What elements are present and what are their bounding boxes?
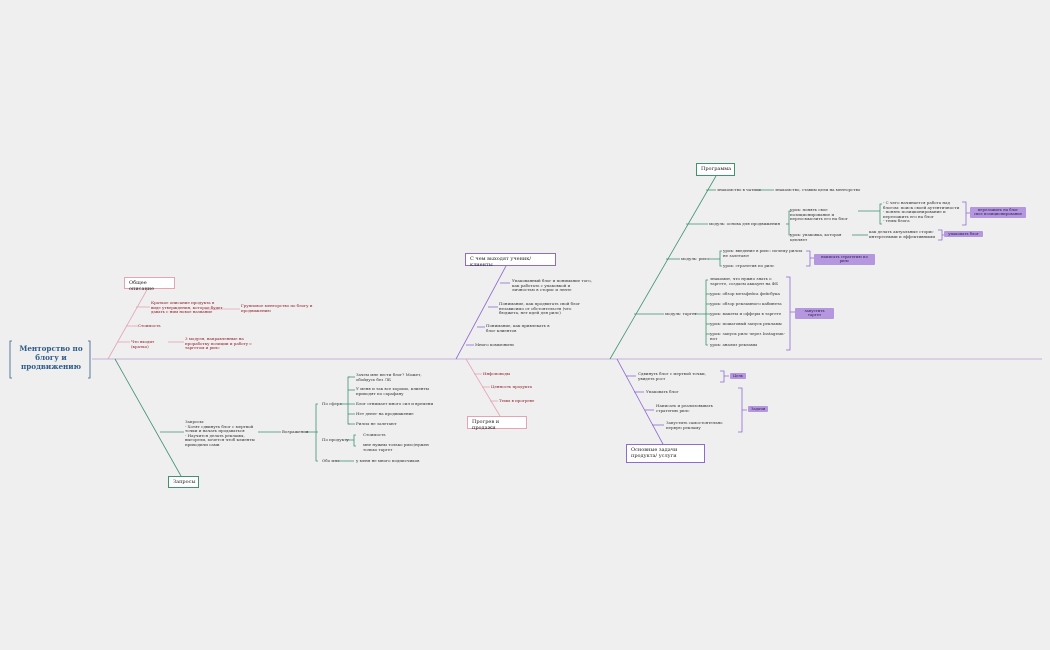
program-topic[interactable]: Программа	[696, 163, 735, 176]
lesson-item: урок: введение в рилс: почему рилсы не з…	[723, 248, 803, 258]
goal-tag[interactable]: Цель	[730, 373, 746, 380]
overview-brief-value: Групповое менторство по блогу и продвиже…	[241, 303, 313, 313]
outcome-item: Понимание, как привлекать в блог клиенто…	[486, 323, 550, 333]
overview-what-value: 3 модуля, направленные на проработку поз…	[185, 336, 252, 351]
objection-item: Блог отнимает много сил и времени	[356, 401, 434, 406]
lesson-item: знакомит, что нужно знать о таргете, соз…	[710, 276, 779, 286]
lesson-item: урок: упаковка, которая цепляет	[790, 232, 842, 242]
objection-item: У меня и так все хорошо, клиенты приходя…	[356, 386, 429, 396]
module-reels-label: модуль: рилс	[681, 256, 709, 261]
result-tag[interactable]: запустить таргет	[795, 308, 834, 319]
tasks-topic[interactable]: Основные задачи продукта/ услуги	[626, 444, 705, 463]
objection-item: Нет денег на продвижение	[356, 411, 414, 416]
warmup-item: Ценность продукта	[491, 384, 533, 389]
result-tag[interactable]: упаковать блог	[944, 231, 983, 238]
overview-topic[interactable]: Общее описание	[124, 277, 175, 292]
task-goal: Сдвинуть блог с мертвой точки, увидеть р…	[638, 371, 706, 381]
lesson-item: урок: обзор рекламного кабинета	[710, 301, 782, 306]
lesson-item: урок: анализ рекламы	[710, 342, 758, 347]
lesson-item: урок: понять свое позиционирование и пер…	[790, 207, 848, 222]
objection-item: Зачем мне вести блог? Может, обойдусь бе…	[356, 372, 422, 382]
lesson-detail: как делать актуальные сторис интересными…	[869, 229, 936, 239]
objection-item: Рилсы не залетают	[356, 421, 397, 426]
lesson-item: урок: запуск рилс через Instagram-нот	[710, 331, 785, 341]
lesson-item: урок: макеты и офферы в таргете	[710, 311, 782, 316]
requests-main: Запросы: - Хотят сдвинуть блог с мертвой…	[185, 419, 255, 447]
result-tag[interactable]: переложить на блог свое позиционирование	[970, 207, 1026, 218]
warmup-topic[interactable]: Прогрев и продажи	[467, 416, 527, 431]
objection-item: Стоимость	[363, 432, 386, 437]
lesson-detail: - С чего начинается работа над блогом: п…	[883, 200, 960, 224]
task-sub: Написать и реализовывать стратегию рилс	[656, 403, 714, 413]
overview-what-label: Что входит (кратко)	[131, 339, 155, 349]
warmup-item: Темы в прогреве	[499, 398, 535, 403]
outcome-item: Понимание, как продвигать свой блог неза…	[499, 301, 581, 316]
lesson-item: урок: стратегия по рилс	[723, 263, 775, 268]
program-intro-label: знакомство в чатике	[717, 187, 761, 192]
objection-group-me: Обо мне	[322, 458, 340, 463]
task-sub: Запустить самостоятельно первую рекламу	[666, 420, 723, 430]
program-intro-value: знакомство, ставим цели на менторство	[775, 187, 861, 192]
root-topic[interactable]: Менторство по блогу и продвижению	[19, 344, 83, 371]
warmup-item: Инфоповоды	[483, 371, 511, 376]
outcome-item: Упакованный блог и понимание того, как р…	[512, 278, 592, 293]
objection-item: мне нужны только рилс/нужен только тарге…	[363, 442, 429, 452]
objection-group-sphere: По сфере	[322, 401, 342, 406]
requests-topic[interactable]: Запросы	[168, 476, 199, 488]
module-target-label: модуль: таргет	[665, 311, 697, 316]
objection-item: у меня не много подписчиков	[356, 458, 420, 463]
overview-brief-label: Краткое описание продукта в виде утвержд…	[151, 300, 223, 315]
tasks-tag[interactable]: Задачи	[748, 406, 768, 413]
lesson-item: урок: обзор метафейса фейсбука	[710, 291, 780, 296]
result-tag[interactable]: написать стратегию по рилс	[814, 254, 875, 265]
objections-label: Возражения	[282, 429, 309, 434]
task-plain: Упаковать блог	[646, 389, 679, 394]
overview-cost: Стоимость	[138, 323, 161, 328]
outcomes-topic[interactable]: С чем выходят ученик/клиенты	[465, 253, 556, 268]
module-foundation-label: модуль: основа для продвижения	[709, 221, 781, 226]
outcome-item: Много комьюнити	[475, 342, 514, 347]
objection-group-product: По продукту	[322, 437, 349, 442]
lesson-item: урок: пошаговый запуск рекламы	[710, 321, 782, 326]
